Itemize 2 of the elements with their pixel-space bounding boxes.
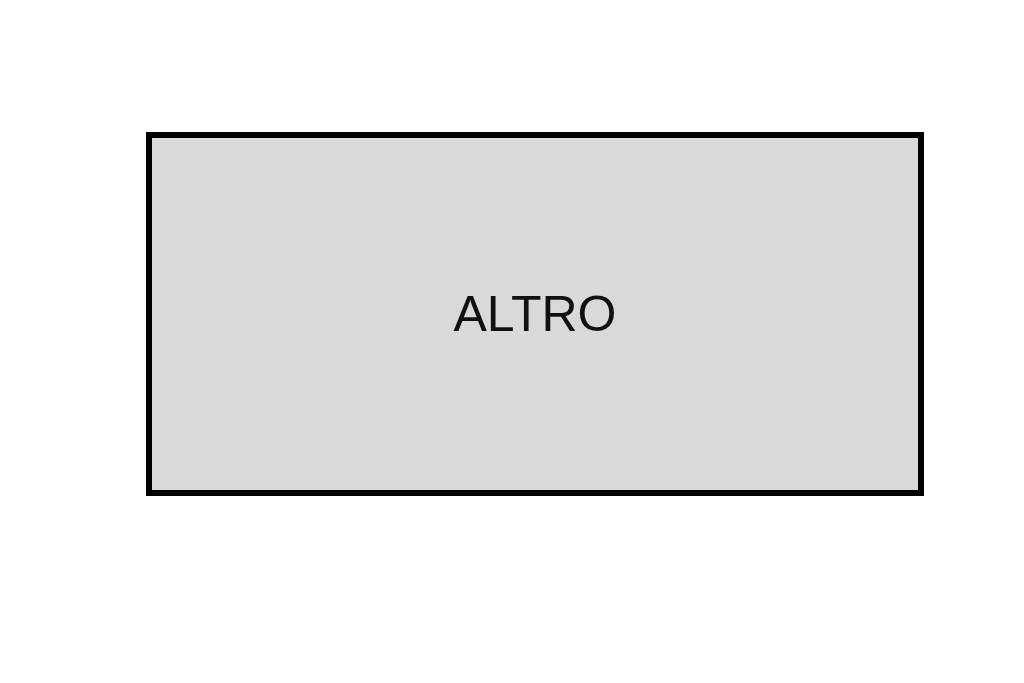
box-label: ALTRO	[453, 285, 617, 343]
process-box	[146, 132, 924, 496]
